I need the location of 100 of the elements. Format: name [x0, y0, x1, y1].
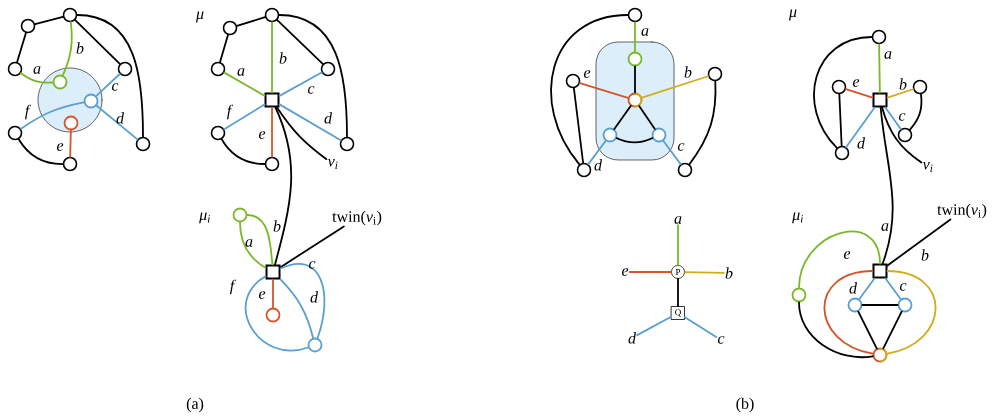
graph-name: μ: [788, 9, 797, 21]
edge-letter: d: [628, 332, 637, 344]
edge-label: d: [849, 282, 857, 294]
edge-letter: e: [621, 268, 629, 276]
edge-label: e: [56, 143, 64, 151]
graph-edge: [62, 21, 73, 77]
graph-edge: [244, 275, 309, 352]
graph-edge: [76, 14, 144, 138]
edge-label: c: [307, 86, 315, 94]
tree-node-square: Q: [671, 306, 685, 320]
graph-edge: [886, 88, 914, 99]
graph-edge: [69, 129, 72, 158]
graph-edge: [579, 82, 629, 99]
edge-label: a: [33, 66, 41, 74]
graph-edge: [278, 14, 348, 138]
graph-edge: [798, 230, 881, 289]
graph-edge: [20, 72, 54, 84]
pointer-label: twin(ν$_{i}$): [937, 203, 987, 219]
graph-edge: [858, 277, 876, 300]
edge-letter: a: [674, 216, 682, 224]
pointer-label: ν$_{i}$: [922, 162, 933, 172]
link-curve: [274, 106, 293, 266]
graph-edge: [641, 75, 709, 99]
graph-edge: [246, 214, 274, 266]
graph-edge: [279, 262, 326, 339]
graph-edge: [823, 270, 874, 355]
tree-edge: [628, 271, 672, 273]
graph-edge: [276, 19, 324, 65]
graph-edge: [74, 19, 121, 65]
leader-line: [886, 218, 952, 267]
graph-edge: [662, 140, 682, 166]
edge-label: a: [884, 51, 892, 59]
pointer-label: twin(ν$_{i}$): [332, 210, 382, 226]
graph-name: μ$_{i}$: [199, 212, 210, 224]
graph-edge: [278, 103, 342, 142]
graph-edge: [271, 21, 273, 94]
edge-label: d: [310, 291, 319, 303]
graph-edge: [634, 65, 636, 94]
graph-edge: [17, 138, 64, 165]
tree-edge: [684, 271, 725, 274]
edge-label: a: [245, 239, 253, 247]
edge-letter: c: [717, 336, 725, 344]
leader-line: [276, 106, 328, 161]
edge-label: a: [641, 28, 649, 36]
graph-edge: [638, 105, 656, 130]
leader-line: [279, 225, 345, 269]
edge-label: f: [24, 104, 32, 120]
tree-edge: [684, 316, 718, 338]
tree-edge: [636, 315, 672, 337]
panel-label: (a): [186, 397, 204, 413]
graph-edge: [272, 278, 274, 309]
edge-label: f: [229, 279, 237, 295]
graph-edge: [845, 106, 876, 148]
graph-edge: [634, 21, 636, 53]
edge-label: a: [881, 223, 889, 231]
graph-edge: [95, 73, 121, 97]
edge-label: b: [684, 66, 692, 78]
edge-label: b: [899, 78, 907, 90]
edge-label: d: [324, 112, 333, 124]
graph-edge: [236, 16, 266, 27]
graph-edge: [813, 36, 873, 149]
graph-edge: [613, 105, 632, 130]
edge-label: c: [677, 143, 685, 151]
graph-edge: [878, 43, 881, 94]
vertex-square: [265, 264, 281, 280]
graph-edge: [271, 106, 273, 158]
graph-edge: [223, 103, 266, 131]
graph-edge: [909, 93, 923, 131]
graph-edge: [688, 80, 717, 166]
vertex-square: [264, 92, 280, 108]
tree-edge: [677, 278, 679, 307]
link-curve: [879, 106, 894, 265]
graph-edge: [884, 277, 902, 300]
graph-edge: [884, 106, 902, 130]
graph-edge: [573, 87, 584, 164]
edge-label: a: [237, 68, 245, 76]
graph-edge: [587, 140, 607, 166]
graph-edge: [278, 71, 323, 97]
graph-name: μ: [196, 11, 204, 23]
leader-line: [881, 106, 923, 164]
graph-edge: [798, 301, 874, 359]
edge-label: b: [279, 52, 287, 64]
vertex-square: [872, 263, 888, 279]
graph-edge: [882, 310, 903, 350]
edge-label: b: [273, 220, 281, 232]
edge-label: c: [111, 83, 119, 91]
graph-edge: [239, 221, 267, 269]
graph-name: μ$_{i}$: [792, 212, 803, 224]
graph-edge: [886, 270, 937, 355]
graph-edge: [34, 15, 64, 26]
graph-edge: [220, 138, 266, 165]
panel-label: (b): [736, 397, 754, 413]
graph-edge: [845, 88, 874, 99]
edge-label: b: [921, 249, 929, 261]
tree-edge: [677, 224, 679, 266]
graph-edge: [838, 93, 843, 147]
edge-label: f: [226, 104, 234, 120]
graph-edge: [550, 14, 629, 166]
edge-label: d: [857, 137, 865, 149]
graph-edge: [95, 104, 139, 141]
